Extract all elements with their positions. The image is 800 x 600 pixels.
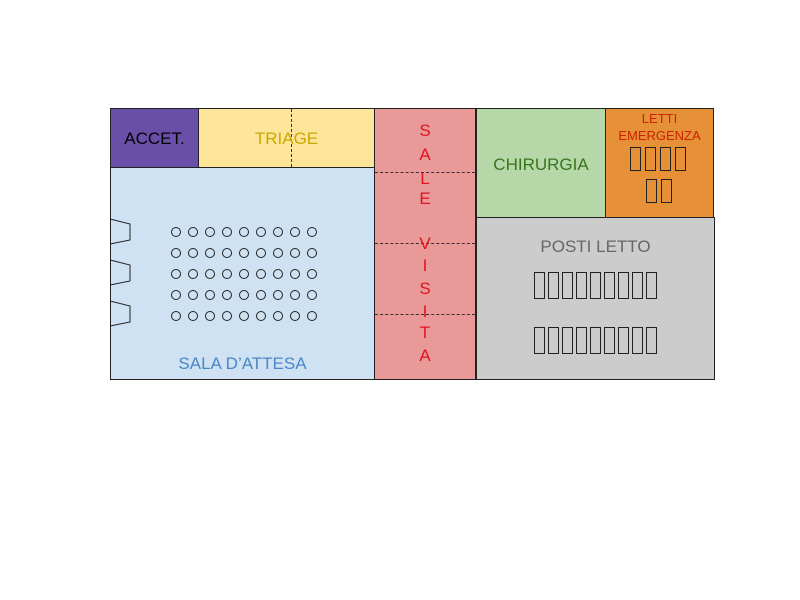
- waiting-seat: [273, 248, 283, 258]
- waiting-seat: [273, 290, 283, 300]
- room-accettazione: ACCET.: [110, 108, 199, 168]
- ward-bed: [646, 327, 657, 354]
- waiting-seat: [290, 269, 300, 279]
- ward-bed: [562, 327, 573, 354]
- waiting-seat: [171, 290, 181, 300]
- waiting-seat: [307, 290, 317, 300]
- waiting-seat: [188, 227, 198, 237]
- sale-visita-letter: A: [419, 346, 431, 365]
- waiting-seat: [307, 269, 317, 279]
- visita-divider-2: [375, 243, 475, 244]
- waiting-seat: [222, 311, 232, 321]
- sale-visita-letter: S: [419, 121, 431, 140]
- waiting-seat: [256, 269, 266, 279]
- waiting-seat: [205, 227, 215, 237]
- waiting-seat: [188, 290, 198, 300]
- waiting-seat: [205, 248, 215, 258]
- ward-bed: [632, 272, 643, 299]
- waiting-seat: [256, 311, 266, 321]
- ward-bed: [604, 327, 615, 354]
- waiting-seat: [188, 269, 198, 279]
- ward-bed: [534, 327, 545, 354]
- ward-bed: [618, 272, 629, 299]
- emergency-bed: [645, 147, 656, 171]
- sale-visita-letter: A: [419, 145, 431, 164]
- room-chirurgia: CHIRURGIA: [476, 108, 606, 218]
- sala-attesa-label: SALA D’ATTESA: [178, 354, 307, 373]
- waiting-seat: [188, 248, 198, 258]
- waiting-seat: [239, 269, 249, 279]
- emergency-bed: [675, 147, 686, 171]
- waiting-seat: [290, 248, 300, 258]
- visita-divider-3: [375, 314, 475, 315]
- waiting-seat: [222, 269, 232, 279]
- waiting-seat: [290, 290, 300, 300]
- sale-visita-letter: L: [420, 169, 430, 188]
- waiting-seat: [171, 248, 181, 258]
- waiting-seat: [205, 269, 215, 279]
- ward-bed: [632, 327, 643, 354]
- posti-letto-label: POSTI LETTO: [540, 237, 651, 256]
- ward-bed: [548, 272, 559, 299]
- waiting-seat: [273, 227, 283, 237]
- sale-visita-letter: I: [422, 302, 428, 321]
- letti-emergenza-label-1: LETTI: [641, 111, 678, 126]
- waiting-seat: [290, 227, 300, 237]
- waiting-seat: [239, 290, 249, 300]
- ward-bed: [646, 272, 657, 299]
- letti-emergenza-label-2: EMERGENZA: [618, 128, 701, 143]
- waiting-seat: [256, 227, 266, 237]
- waiting-seat: [188, 311, 198, 321]
- waiting-seat: [222, 227, 232, 237]
- room-triage: TRIAGE: [198, 108, 375, 168]
- ward-bed: [548, 327, 559, 354]
- sale-visita-letter: E: [419, 189, 431, 208]
- sale-visita-letter: V: [419, 234, 431, 253]
- waiting-seat: [307, 227, 317, 237]
- ward-bed: [604, 272, 615, 299]
- waiting-seat: [171, 311, 181, 321]
- ward-bed: [576, 272, 587, 299]
- waiting-seat: [222, 248, 232, 258]
- waiting-seat: [256, 290, 266, 300]
- emergency-bed: [660, 147, 671, 171]
- waiting-seat: [273, 311, 283, 321]
- waiting-seat: [205, 290, 215, 300]
- waiting-seat: [273, 269, 283, 279]
- waiting-seat: [239, 227, 249, 237]
- emergency-bed: [661, 179, 672, 203]
- visita-divider-1: [375, 172, 475, 173]
- ward-bed: [618, 327, 629, 354]
- waiting-seat: [239, 248, 249, 258]
- triage-label: TRIAGE: [254, 129, 319, 148]
- ward-bed: [590, 272, 601, 299]
- room-sale-visita: [374, 108, 476, 380]
- waiting-seat: [222, 290, 232, 300]
- waiting-seat: [239, 311, 249, 321]
- waiting-seat: [171, 269, 181, 279]
- room-letti-emergenza: LETTI EMERGENZA: [605, 108, 714, 218]
- sale-visita-letter: S: [419, 279, 431, 298]
- ward-bed: [590, 327, 601, 354]
- waiting-seat: [205, 311, 215, 321]
- emergency-bed: [646, 179, 657, 203]
- ward-bed: [576, 327, 587, 354]
- sale-visita-letter: I: [422, 256, 428, 275]
- ward-bed: [534, 272, 545, 299]
- waiting-seat: [171, 227, 181, 237]
- sale-visita-letter: T: [419, 323, 431, 342]
- chirurgia-label: CHIRURGIA: [493, 155, 589, 174]
- ward-bed: [562, 272, 573, 299]
- emergency-bed: [630, 147, 641, 171]
- waiting-seat: [307, 311, 317, 321]
- waiting-seat: [256, 248, 266, 258]
- accettazione-label: ACCET.: [124, 129, 185, 148]
- triage-divider: [291, 109, 292, 167]
- waiting-seat: [290, 311, 300, 321]
- waiting-seat: [307, 248, 317, 258]
